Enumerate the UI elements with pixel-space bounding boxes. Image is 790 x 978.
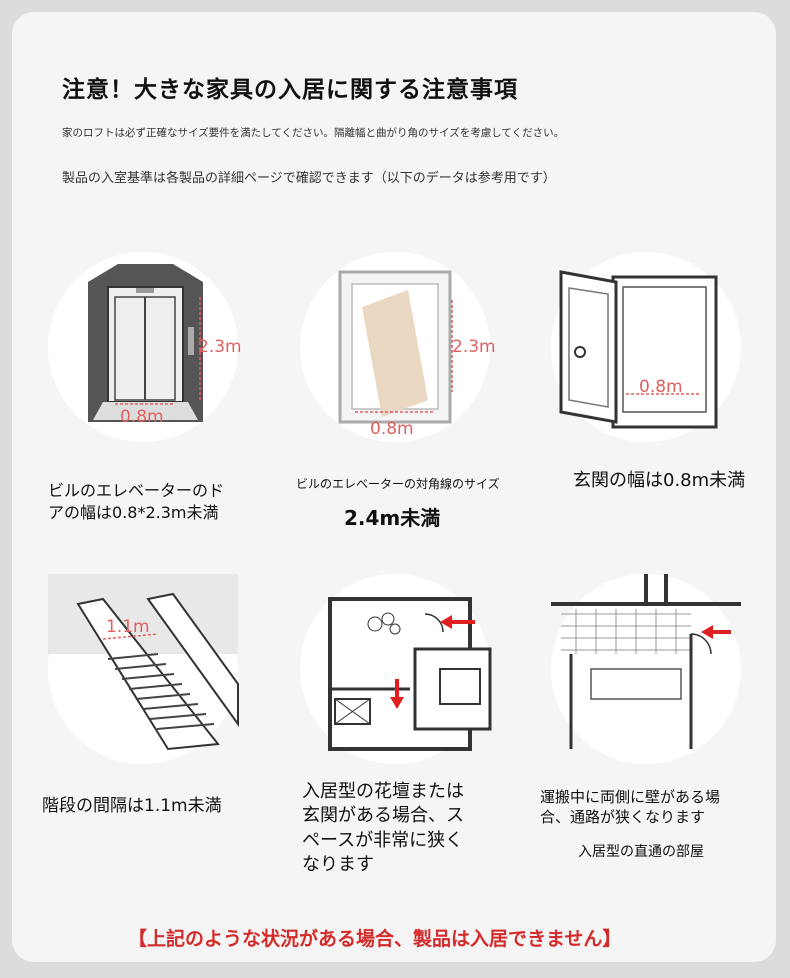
entrance-width-label: 0.8m bbox=[639, 377, 683, 397]
elevator-width-label: 0.8m bbox=[120, 407, 164, 427]
elevator-diagonal-illustration: 2.3m 0.8m bbox=[300, 252, 496, 442]
elevator-height-label: 2.3m bbox=[198, 337, 242, 357]
notice-card bbox=[12, 12, 776, 962]
corridor-walls-illustration bbox=[551, 574, 741, 764]
entrance-door-illustration: 0.8m bbox=[551, 252, 741, 442]
elevator-door-illustration: 2.3m 0.8m bbox=[48, 252, 242, 442]
note-line-1: 家のロフトは必ず正確なサイズ要件を満たしてください。隔離幅と曲がり角のサイズを考… bbox=[62, 127, 565, 139]
stairs-width-label: 1.1m bbox=[106, 617, 150, 637]
diagonal-height-label: 2.3m bbox=[452, 337, 496, 357]
caption-floor-plan-entrance: 入居型の花壇または 玄関がある場合、ス ペースが非常に狭く なります bbox=[302, 781, 464, 875]
caption-corridor-walls-sub: 入居型の直通の部屋 bbox=[578, 844, 704, 860]
caption-elevator-door: ビルのエレベーターのド アの幅は0.8*2.3m未満 bbox=[48, 481, 225, 522]
page-title: 注意！大きな家具の入居に関する注意事項 bbox=[62, 77, 518, 103]
caption-elevator-diagonal-sub: ビルのエレベーターの対角線のサイズ bbox=[296, 477, 500, 491]
warning-footer: 【上記のような状況がある場合、製品は入居できません】 bbox=[128, 928, 622, 950]
note-line-2: 製品の入室基準は各製品の詳細ページで確認できます（以下のデータは参考用です） bbox=[62, 171, 556, 186]
caption-entrance-door: 玄関の幅は0.8m未満 bbox=[573, 470, 746, 491]
stairs-illustration: 1.1m bbox=[48, 574, 239, 764]
caption-corridor-walls: 運搬中に両側に壁がある場 合、通路が狭くなります bbox=[540, 788, 721, 827]
diagonal-width-label: 0.8m bbox=[370, 419, 414, 439]
caption-elevator-diagonal-main: 2.4m未満 bbox=[344, 506, 441, 530]
caption-stairs: 階段の間隔は1.1m未満 bbox=[42, 796, 222, 816]
floor-plan-entrance-illustration bbox=[300, 574, 492, 764]
